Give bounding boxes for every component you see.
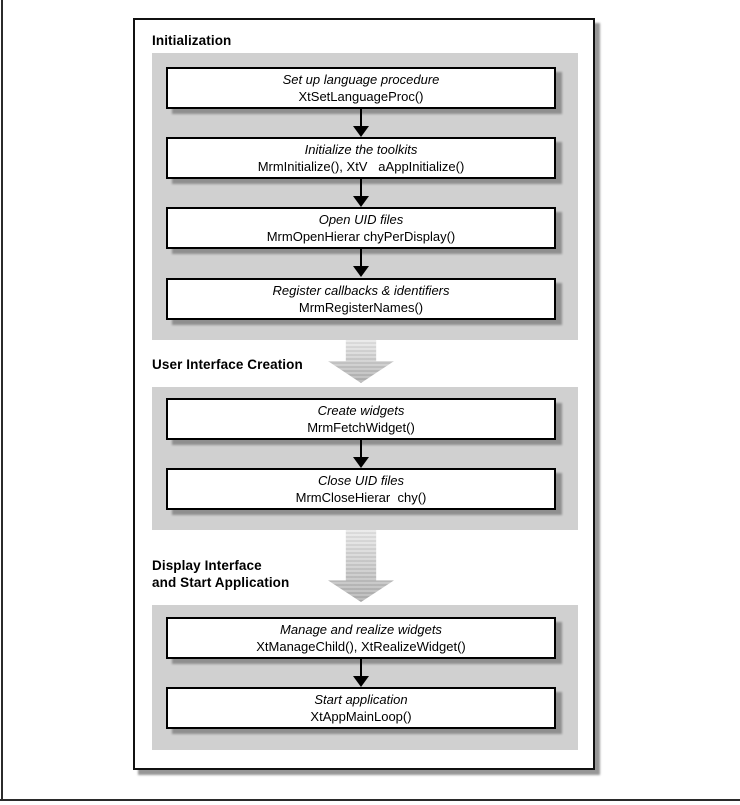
arrow-head xyxy=(353,676,369,687)
section-heading-initialization: Initialization xyxy=(152,33,232,48)
down-arrow-icon xyxy=(353,179,369,207)
section-flow-arrow-icon xyxy=(328,340,394,383)
page-border-bottom xyxy=(0,799,740,801)
arrow-head xyxy=(353,196,369,207)
arrow-shaft xyxy=(360,659,362,677)
step-title: Set up language procedure xyxy=(282,72,440,87)
step-function: MrmInitialize(), XtV aAppInitialize() xyxy=(257,159,465,174)
section-panel-ui-creation: Create widgets MrmFetchWidget() Close UI… xyxy=(152,387,578,530)
step-title: Start application xyxy=(314,692,408,707)
step-title: Initialize the toolkits xyxy=(304,142,418,157)
step-title: Open UID files xyxy=(318,212,404,227)
step-box-initialize-toolkits: Initialize the toolkits MrmInitialize(),… xyxy=(166,137,556,179)
section-panel-initialization: Set up language procedure XtSetLanguageP… xyxy=(152,53,578,340)
down-arrow-icon xyxy=(353,109,369,137)
step-box-start-application: Start application XtAppMainLoop() xyxy=(166,687,556,729)
step-function: XtManageChild(), XtRealizeWidget() xyxy=(256,639,466,654)
step-function: MrmOpenHierar chyPerDisplay() xyxy=(266,229,456,244)
step-function: XtAppMainLoop() xyxy=(310,709,412,724)
step-title: Create widgets xyxy=(317,403,405,418)
step-function: MrmRegisterNames() xyxy=(298,300,424,315)
arrow-head xyxy=(353,126,369,137)
step-box-create-widgets: Create widgets MrmFetchWidget() xyxy=(166,398,556,440)
step-box-close-uid-files: Close UID files MrmCloseHierar chy() xyxy=(166,468,556,510)
arrow-shaft xyxy=(360,249,362,267)
step-title: Close UID files xyxy=(318,473,404,488)
step-box-manage-realize-widgets: Manage and realize widgets XtManageChild… xyxy=(166,617,556,659)
down-arrow-icon xyxy=(353,249,369,277)
down-arrow-icon xyxy=(353,440,369,468)
arrow-shaft xyxy=(360,440,362,458)
step-function: MrmFetchWidget() xyxy=(307,420,415,435)
arrow-shaft xyxy=(360,179,362,197)
section-heading-display-start: Display Interface and Start Application xyxy=(152,558,290,590)
section-flow-arrow-icon xyxy=(328,530,394,602)
step-box-set-language-procedure: Set up language procedure XtSetLanguageP… xyxy=(166,67,556,109)
step-function: XtSetLanguageProc() xyxy=(298,89,424,104)
page-border-left xyxy=(1,0,3,801)
arrow-head xyxy=(353,457,369,468)
step-title: Register callbacks & identifiers xyxy=(272,283,450,298)
arrow-head xyxy=(353,266,369,277)
step-box-register-callbacks: Register callbacks & identifiers MrmRegi… xyxy=(166,278,556,320)
arrow-shaft xyxy=(360,109,362,127)
section-panel-display-start: Manage and realize widgets XtManageChild… xyxy=(152,605,578,750)
step-box-open-uid-files: Open UID files MrmOpenHierar chyPerDispl… xyxy=(166,207,556,249)
step-function: MrmCloseHierar chy() xyxy=(295,490,427,505)
flowchart-figure: Initialization Set up language procedure… xyxy=(133,18,595,770)
down-arrow-icon xyxy=(353,659,369,687)
step-title: Manage and realize widgets xyxy=(280,622,442,637)
section-heading-ui-creation: User Interface Creation xyxy=(152,357,303,372)
